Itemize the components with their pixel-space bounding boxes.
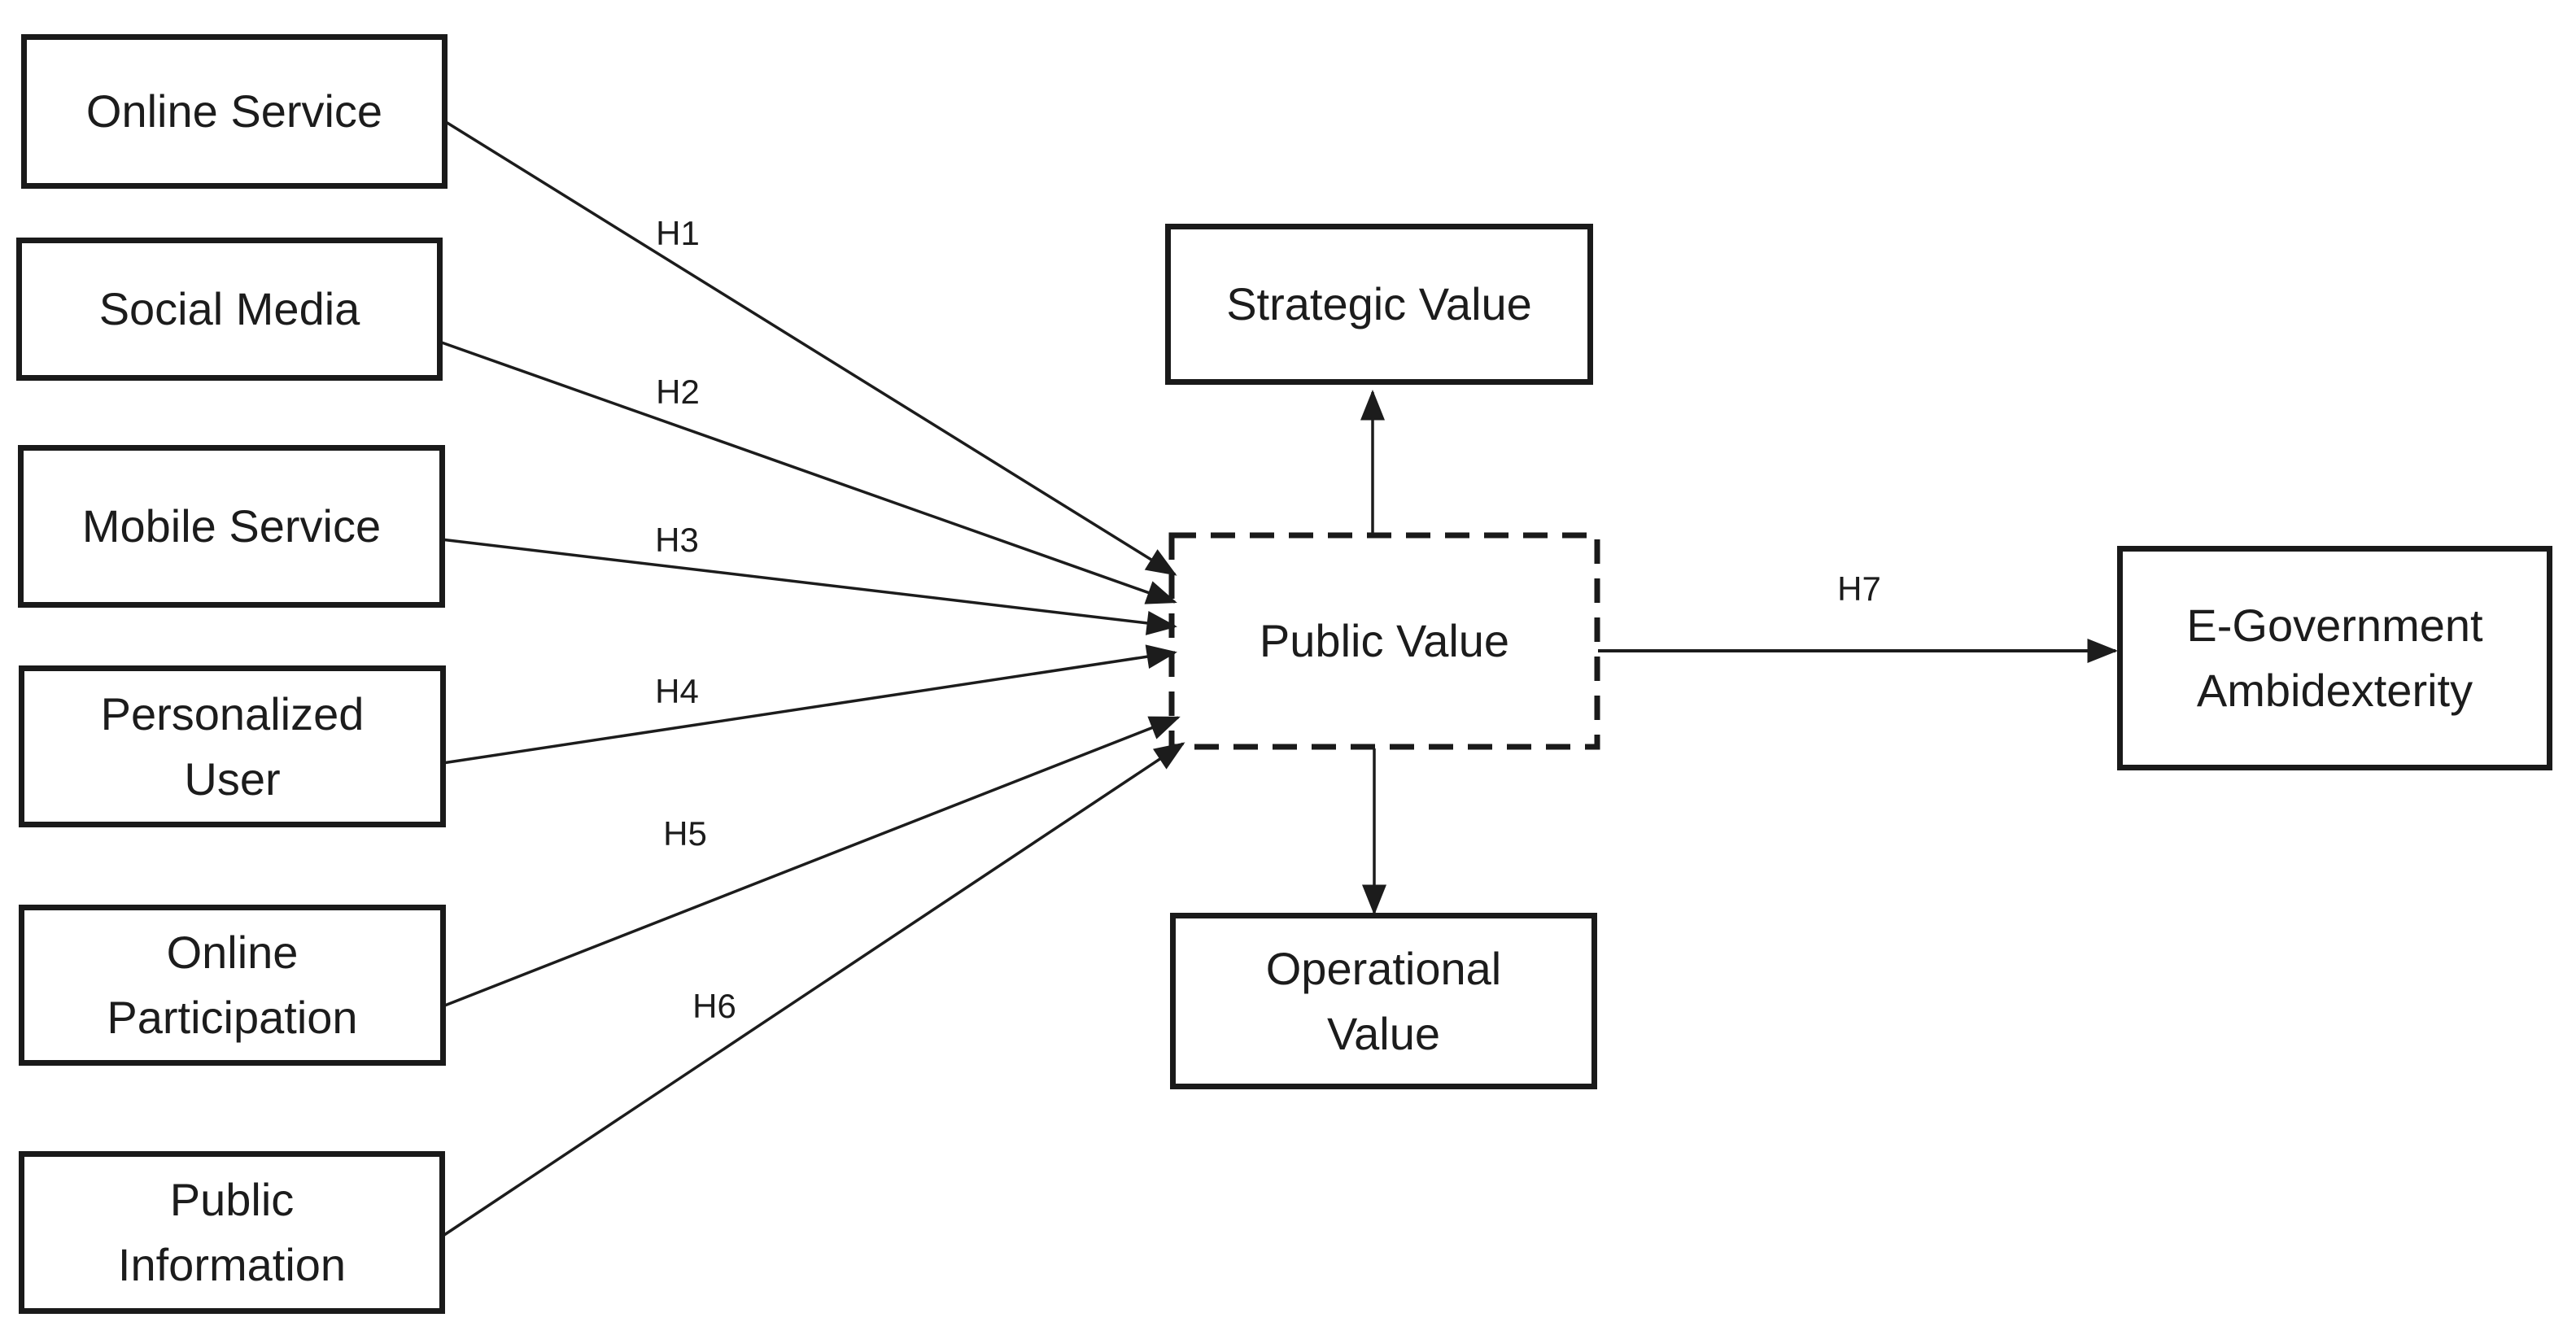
box-label: Information [117,1239,347,1290]
box-label: Operational [1265,942,1502,994]
box-label: User [184,753,281,805]
box-label: E-Government [2186,600,2483,652]
arrow-h4-line [442,644,1177,765]
label-h5: H5 [663,814,707,853]
box-label: Online [166,927,299,979]
label-h3: H3 [655,521,699,559]
box-label: Participation [107,992,358,1043]
box-label: Public [169,1174,295,1226]
public-value-box-outline [1168,532,1600,750]
label-h1: H1 [656,214,700,252]
box-online-service: Online Service [21,34,448,189]
box-egovernment-ambidexterity: E-Government Ambidexterity [2117,546,2552,770]
box-label: Social Media [98,283,360,335]
box-social-media: Social Media [16,238,443,381]
arrow-h3-line [440,538,1177,635]
box-online-participation: Online Participation [19,905,446,1066]
box-personalized-user: Personalized User [19,665,446,827]
arrow-h1-line [439,116,1177,576]
label-h2: H2 [656,373,700,411]
box-mobile-service: Mobile Service [18,445,445,608]
box-label: Public Value [1259,615,1510,667]
box-public-value: Public Value [1172,535,1597,747]
arrow-h2-line [439,340,1177,604]
label-h4: H4 [655,672,699,710]
box-label: Online Service [85,85,383,137]
box-label: Personalized [100,687,365,739]
box-label: Value [1326,1007,1441,1059]
box-label: Mobile Service [81,500,382,552]
label-h6: H6 [692,987,736,1025]
box-label: Ambidexterity [2196,665,2473,716]
label-h7: H7 [1837,569,1881,608]
box-label: Strategic Value [1226,278,1532,330]
arrow-h5-line [442,716,1181,1008]
arrow-h6-line [441,742,1185,1238]
box-operational-value: Operational Value [1170,913,1597,1089]
box-public-information: Public Information [19,1151,445,1314]
box-strategic-value: Strategic Value [1165,224,1593,385]
